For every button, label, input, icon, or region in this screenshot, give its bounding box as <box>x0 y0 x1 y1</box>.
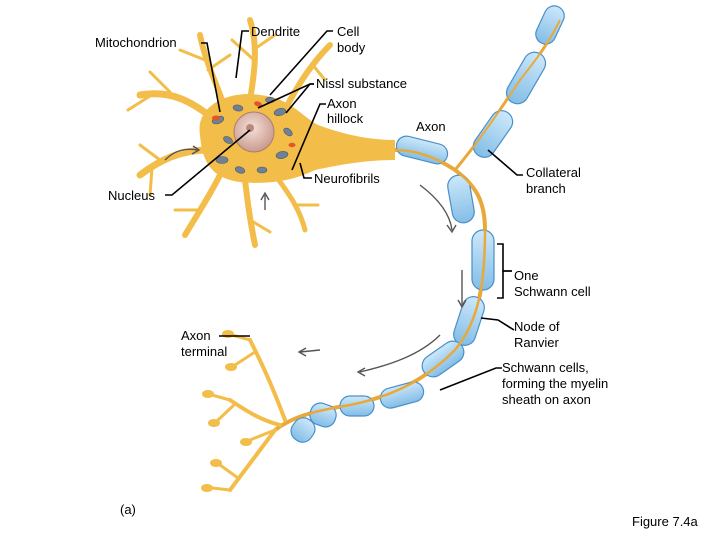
cell-body <box>199 94 395 183</box>
label-node-ranvier-2: Ranvier <box>514 335 559 350</box>
label-collateral-2: branch <box>526 181 566 196</box>
leader-lines <box>165 30 523 391</box>
mitochondria <box>212 101 296 148</box>
label-axon-hillock-1: Axon <box>327 96 357 111</box>
label-mitochondrion: Mitochondrion <box>95 35 177 50</box>
label-axon: Axon <box>416 119 446 134</box>
figure-number: Figure 7.4a <box>632 514 698 529</box>
label-cell-body-2: body <box>337 40 366 55</box>
impulse-arrows <box>164 145 467 377</box>
label-neurofibrils: Neurofibrils <box>314 171 380 186</box>
label-schwann-cells-2: forming the myelin <box>502 376 608 391</box>
label-nucleus: Nucleus <box>108 188 155 203</box>
label-axon-hillock-2: hillock <box>327 111 364 126</box>
label-nissl: Nissl substance <box>316 76 407 91</box>
axon <box>273 135 495 443</box>
label-axon-terminal-1: Axon <box>181 328 211 343</box>
axon-terminals <box>210 333 287 492</box>
myelin-sheath <box>290 135 495 443</box>
label-cell-body-1: Cell <box>337 24 360 39</box>
nucleolus <box>246 124 254 132</box>
label-one-schwann-2: Schwann cell <box>514 284 591 299</box>
label-axon-terminal-2: terminal <box>181 344 227 359</box>
panel-letter: (a) <box>120 502 136 517</box>
nucleus <box>233 111 275 153</box>
label-collateral-1: Collateral <box>526 165 581 180</box>
label-dendrite: Dendrite <box>251 24 300 39</box>
collateral-branch <box>453 5 565 171</box>
label-node-ranvier-1: Node of <box>514 319 560 334</box>
label-schwann-cells-3: sheath on axon <box>502 392 591 407</box>
nissl-substance <box>211 96 293 174</box>
label-schwann-cells-1: Schwann cells, <box>502 360 589 375</box>
label-one-schwann-1: One <box>514 268 539 283</box>
